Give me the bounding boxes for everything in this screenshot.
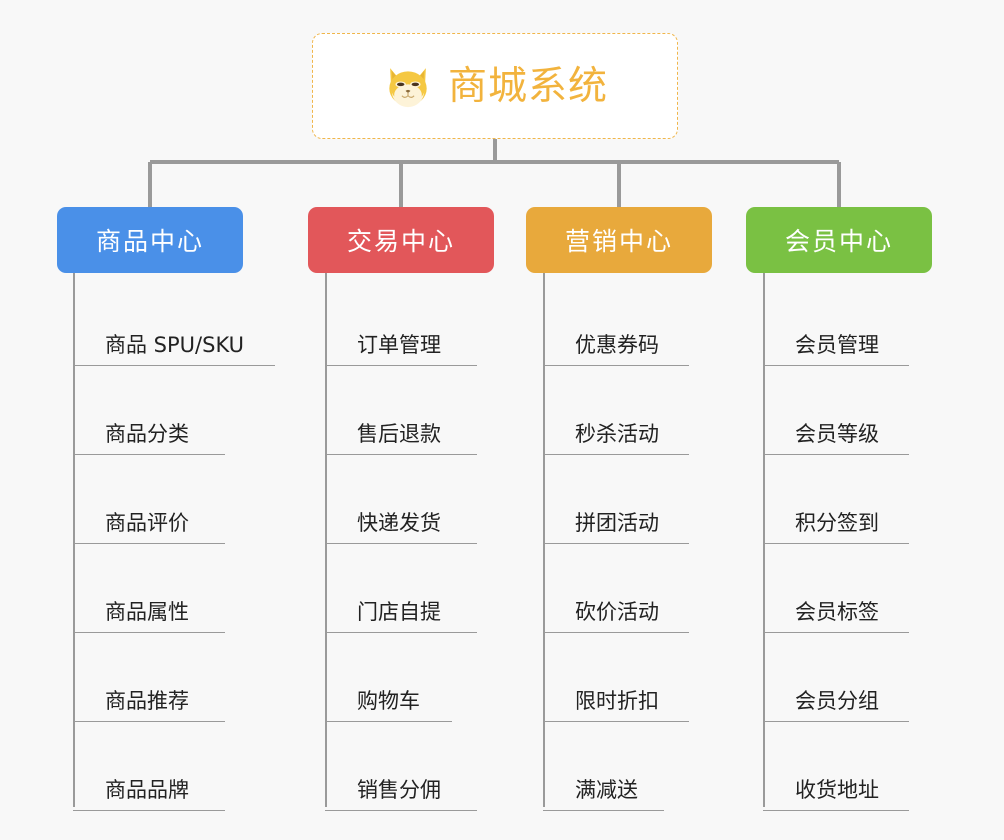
leaf-item[interactable]: 购物车 [308, 633, 494, 722]
leaf-item-label: 商品推荐 [105, 689, 189, 713]
leaf-underline [763, 810, 909, 811]
leaf-item-label: 砍价活动 [575, 600, 659, 624]
leaf-item-label: 会员等级 [795, 422, 879, 446]
leaf-spine [543, 273, 545, 807]
leaf-item[interactable]: 秒杀活动 [526, 366, 712, 455]
leaf-item[interactable]: 积分签到 [746, 455, 932, 544]
category-header-label: 营销中心 [564, 227, 673, 256]
leaf-list: 优惠券码秒杀活动拼团活动砍价活动限时折扣满减送 [526, 273, 712, 811]
leaf-underline [763, 454, 909, 455]
leaf-underline [763, 721, 909, 722]
leaf-item[interactable]: 商品分类 [57, 366, 243, 455]
leaf-spine [763, 273, 765, 807]
leaf-underline [543, 632, 689, 633]
leaf-item[interactable]: 满减送 [526, 722, 712, 811]
leaf-item[interactable]: 快递发货 [308, 455, 494, 544]
category-header-label: 会员中心 [784, 227, 893, 256]
leaf-underline [73, 721, 225, 722]
leaf-underline [73, 454, 225, 455]
leaf-item[interactable]: 限时折扣 [526, 633, 712, 722]
leaf-item-label: 会员标签 [795, 600, 879, 624]
leaf-underline [763, 365, 909, 366]
leaf-item[interactable]: 订单管理 [308, 277, 494, 366]
leaf-item-label: 优惠券码 [575, 333, 659, 357]
leaf-item[interactable]: 优惠券码 [526, 277, 712, 366]
leaf-item-label: 积分签到 [795, 511, 879, 535]
leaf-underline [73, 365, 275, 366]
leaf-item-label: 购物车 [357, 689, 420, 713]
leaf-item-label: 门店自提 [357, 600, 441, 624]
leaf-item[interactable]: 会员等级 [746, 366, 932, 455]
leaf-item-label: 售后退款 [357, 422, 441, 446]
leaf-list: 商品 SPU/SKU 商品分类商品评价商品属性商品推荐商品品牌 [57, 273, 275, 811]
leaf-underline [543, 543, 689, 544]
leaf-item[interactable]: 会员分组 [746, 633, 932, 722]
leaf-item[interactable]: 商品推荐 [57, 633, 243, 722]
leaf-underline [325, 365, 477, 366]
leaf-item-label: 收货地址 [795, 778, 879, 802]
root-node-mall-system[interactable]: 商城系统 [312, 33, 678, 139]
category-header-label: 商品中心 [95, 227, 204, 256]
leaf-item-label: 满减送 [575, 778, 638, 802]
leaf-item[interactable]: 门店自提 [308, 544, 494, 633]
category-column-3: 营销中心优惠券码秒杀活动拼团活动砍价活动限时折扣满减送 [526, 207, 712, 811]
leaf-list: 订单管理售后退款快递发货门店自提购物车销售分佣 [308, 273, 494, 811]
leaf-list: 会员管理会员等级积分签到会员标签会员分组收货地址 [746, 273, 932, 811]
leaf-item-label: 秒杀活动 [575, 422, 659, 446]
category-header-label: 交易中心 [346, 227, 455, 256]
leaf-spine [325, 273, 327, 807]
leaf-item-label: 订单管理 [357, 333, 441, 357]
leaf-underline [325, 632, 477, 633]
leaf-underline [73, 810, 225, 811]
category-header-2[interactable]: 交易中心 [308, 207, 494, 273]
leaf-item-label: 商品评价 [105, 511, 189, 535]
category-column-2: 交易中心订单管理售后退款快递发货门店自提购物车销售分佣 [308, 207, 494, 811]
leaf-item-label: 快递发货 [357, 511, 441, 535]
leaf-item[interactable]: 会员标签 [746, 544, 932, 633]
category-column-4: 会员中心会员管理会员等级积分签到会员标签会员分组收货地址 [746, 207, 932, 811]
leaf-item-label: 会员管理 [795, 333, 879, 357]
leaf-item-label: 限时折扣 [575, 689, 659, 713]
leaf-underline [543, 454, 689, 455]
leaf-item[interactable]: 会员管理 [746, 277, 932, 366]
leaf-item[interactable]: 售后退款 [308, 366, 494, 455]
leaf-underline [73, 543, 225, 544]
shiba-dog-face-icon [389, 68, 427, 108]
category-header-1[interactable]: 商品中心 [57, 207, 243, 273]
leaf-item[interactable]: 收货地址 [746, 722, 932, 811]
leaf-underline [325, 810, 477, 811]
leaf-item[interactable]: 商品品牌 [57, 722, 243, 811]
leaf-underline [763, 543, 909, 544]
leaf-underline [325, 543, 477, 544]
leaf-underline [543, 810, 664, 811]
leaf-item-label: 商品品牌 [105, 778, 189, 802]
leaf-item[interactable]: 砍价活动 [526, 544, 712, 633]
leaf-spine [73, 273, 75, 807]
leaf-item[interactable]: 商品属性 [57, 544, 243, 633]
leaf-underline [325, 721, 452, 722]
category-column-1: 商品中心商品 SPU/SKU 商品分类商品评价商品属性商品推荐商品品牌 [57, 207, 275, 811]
leaf-item[interactable]: 商品 SPU/SKU [57, 277, 275, 366]
leaf-underline [543, 365, 689, 366]
leaf-underline [763, 632, 909, 633]
leaf-item[interactable]: 销售分佣 [308, 722, 494, 811]
root-title: 商城系统 [447, 63, 608, 109]
category-header-4[interactable]: 会员中心 [746, 207, 932, 273]
leaf-item[interactable]: 商品评价 [57, 455, 243, 544]
category-header-3[interactable]: 营销中心 [526, 207, 712, 273]
leaf-item[interactable]: 拼团活动 [526, 455, 712, 544]
leaf-item-label: 商品 SPU/SKU [105, 333, 245, 357]
leaf-underline [543, 721, 689, 722]
leaf-item-label: 销售分佣 [357, 778, 441, 802]
leaf-underline [325, 454, 477, 455]
leaf-item-label: 商品分类 [105, 422, 189, 446]
leaf-item-label: 拼团活动 [575, 511, 659, 535]
leaf-item-label: 商品属性 [105, 600, 189, 624]
leaf-item-label: 会员分组 [795, 689, 879, 713]
leaf-underline [73, 632, 225, 633]
